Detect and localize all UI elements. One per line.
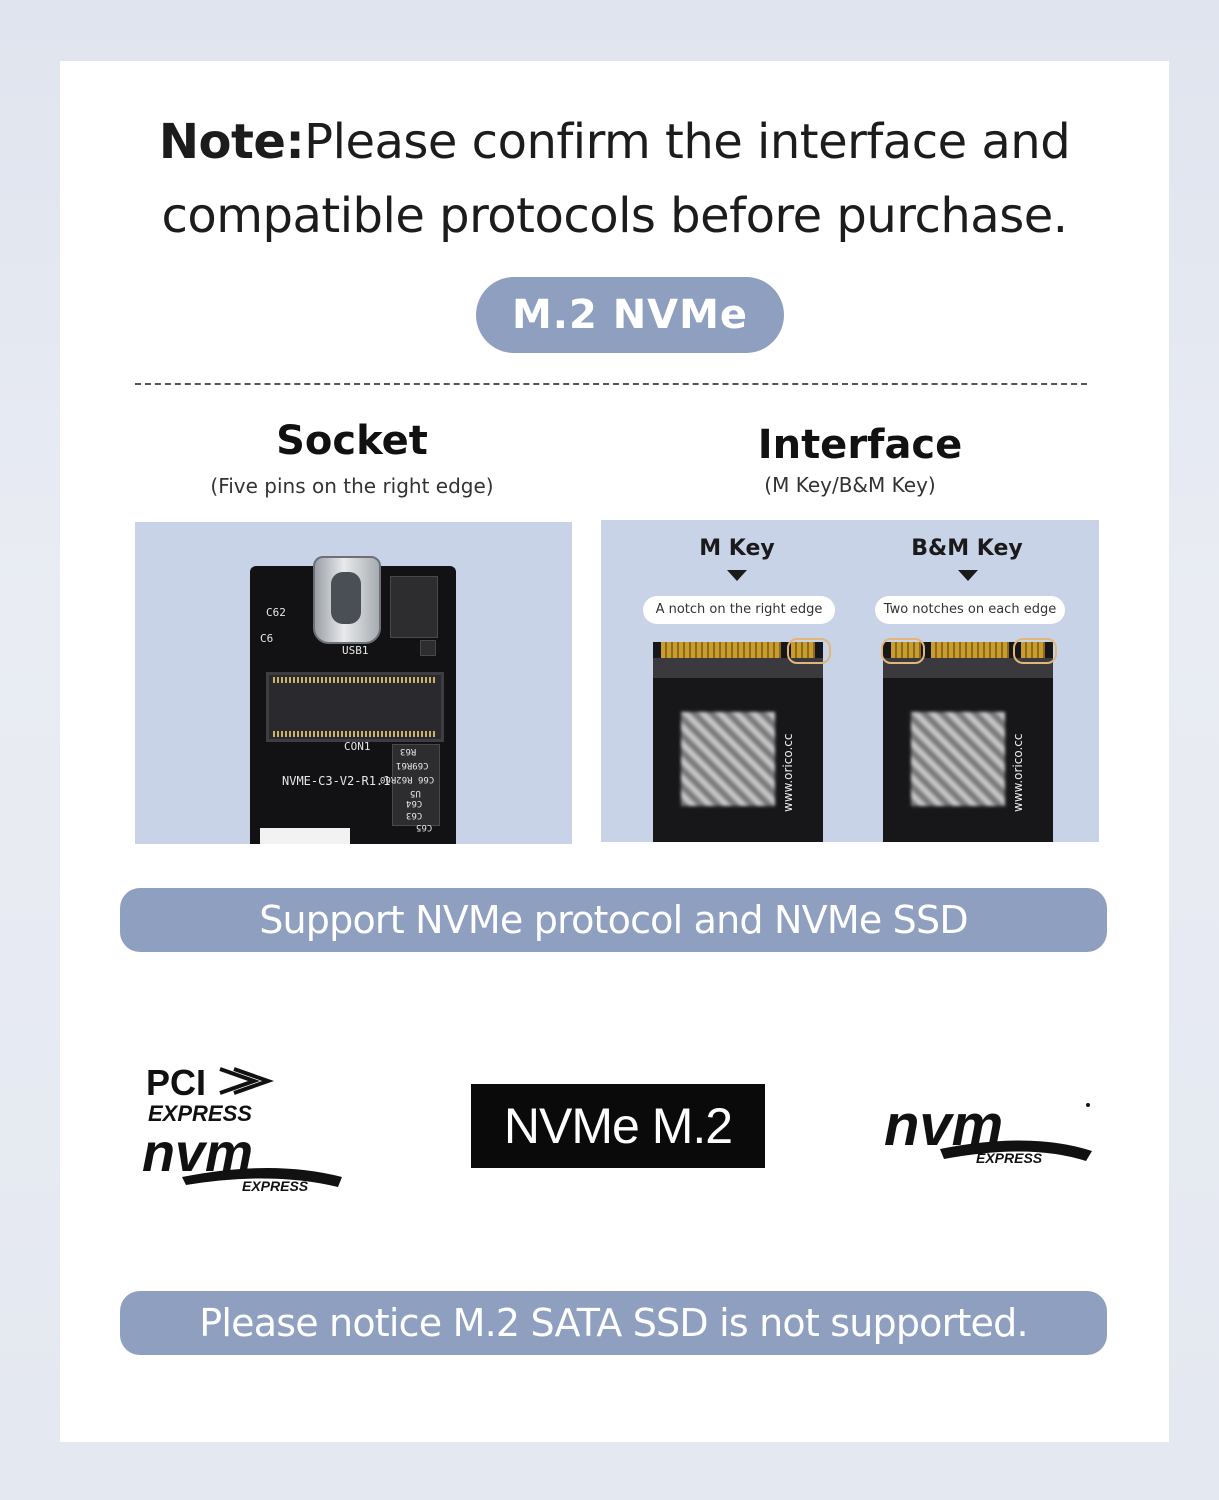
bm-key-notch-left-highlight [881,638,925,664]
m-key-qr-image [681,712,775,806]
pcb-chip [420,640,436,656]
m-key-ssd-image: www.orico.cc [653,642,823,842]
nvm-express-small-text: EXPRESS [976,1150,1043,1166]
nvm-express-logo: nvm EXPRESS [880,1091,1100,1171]
silk-board-id: NVME-C3-V2-R1.1 [282,774,391,788]
sata-notice-banner: Please notice M.2 SATA SSD is not suppor… [120,1291,1107,1355]
bm-key-label: B&M Key [911,536,1023,561]
pcb-sticker [260,828,350,844]
m-key-brand: www.orico.cc [781,733,795,812]
m2-slot [266,672,444,742]
interface-photo-panel: M Key A notch on the right edge www.oric… [601,520,1099,842]
nvme-m2-logo: NVMe M.2 [471,1084,765,1168]
socket-subtitle: (Five pins on the right edge) [210,474,494,498]
m-key-label: M Key [699,536,775,561]
socket-title: Socket [276,418,428,464]
silk-c65: C65 [416,822,433,832]
interface-title: Interface [757,422,963,468]
bm-key-ssd-image: www.orico.cc [883,642,1053,842]
socket-photo-panel: C62 C6 USB1 CON1 NVME-C3-V2-R1.1 R63 C69… [135,522,572,844]
pci-nvm-express-text: EXPRESS [242,1178,309,1194]
bm-key-notch-right-highlight [1013,638,1057,664]
silk-r62: C69R61 [396,760,429,770]
silk-u5: U5 [410,788,421,798]
silk-c62: C62 [266,606,286,619]
m-key-note: A notch on the right edge [643,596,835,624]
bm-key-arrow-icon [958,570,978,581]
silk-c6: C6 [260,632,274,645]
m-key-arrow-icon [727,570,747,581]
note-line-1: Please confirm the interface and [304,114,1071,170]
silk-r63: R63 [400,746,417,756]
purchase-note: Note:Please confirm the interface and co… [60,105,1169,253]
dashed-divider [135,383,1087,385]
silk-c63: C63 [406,810,423,820]
info-card: Note:Please confirm the interface and co… [60,61,1169,1442]
note-line-2: compatible protocols before purchase. [161,188,1068,244]
pci-logo-text: PCI [146,1062,206,1103]
pcb-components [390,576,438,638]
support-banner: Support NVMe protocol and NVMe SSD [120,888,1107,952]
protocol-badge: M.2 NVMe [476,277,784,353]
bm-key-brand: www.orico.cc [1011,733,1025,812]
adapter-pcb-image: C62 C6 USB1 CON1 NVME-C3-V2-R1.1 R63 C69… [250,556,456,844]
usb-c-port-icon [313,556,381,644]
silk-c64: C64 [406,798,423,808]
silk-c66: C66 R62R60 [380,774,435,784]
pci-express-nvm-logo: PCI EXPRESS nvm EXPRESS [142,1059,362,1199]
bm-key-qr-image [911,712,1005,806]
m-key-notch-highlight [787,638,831,664]
pcb-resistor-block [392,744,440,826]
silk-usb1: USB1 [342,644,369,657]
pci-express-text: EXPRESS [148,1101,252,1126]
interface-subtitle: (M Key/B&M Key) [764,473,936,497]
note-label: Note: [158,114,305,170]
bm-key-note: Two notches on each edge [875,596,1065,624]
silk-con1: CON1 [344,740,371,753]
